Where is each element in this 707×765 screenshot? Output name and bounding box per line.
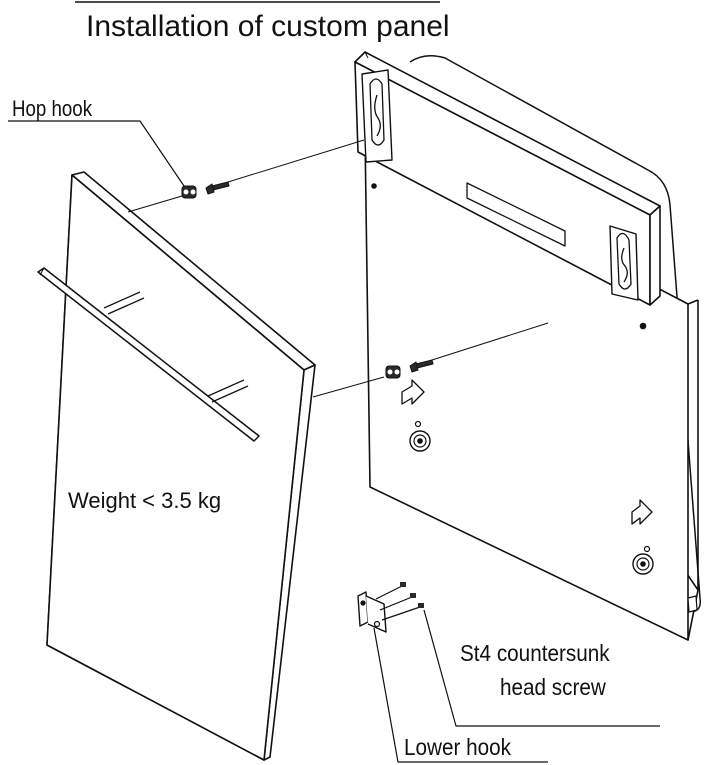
hop-hook-upper <box>127 139 365 213</box>
diagram-title: Installation of custom panel <box>86 10 450 43</box>
hop-hook-middle <box>312 322 549 398</box>
hop-hook-label: Hop hook <box>12 96 93 121</box>
screw-leader <box>423 609 660 727</box>
hop-hook-leader <box>8 120 185 187</box>
weight-label: Weight < 3.5 kg <box>68 488 222 513</box>
lower-hook-label: Lower hook <box>404 734 512 760</box>
custom-panel <box>37 171 316 761</box>
lower-hook-assembly <box>357 582 424 633</box>
screw-label-line1: St4 countersunk <box>460 640 610 666</box>
dishwasher-door <box>354 51 702 641</box>
lower-hook-leader <box>373 627 548 763</box>
screw-label-line2: head screw <box>500 674 606 700</box>
